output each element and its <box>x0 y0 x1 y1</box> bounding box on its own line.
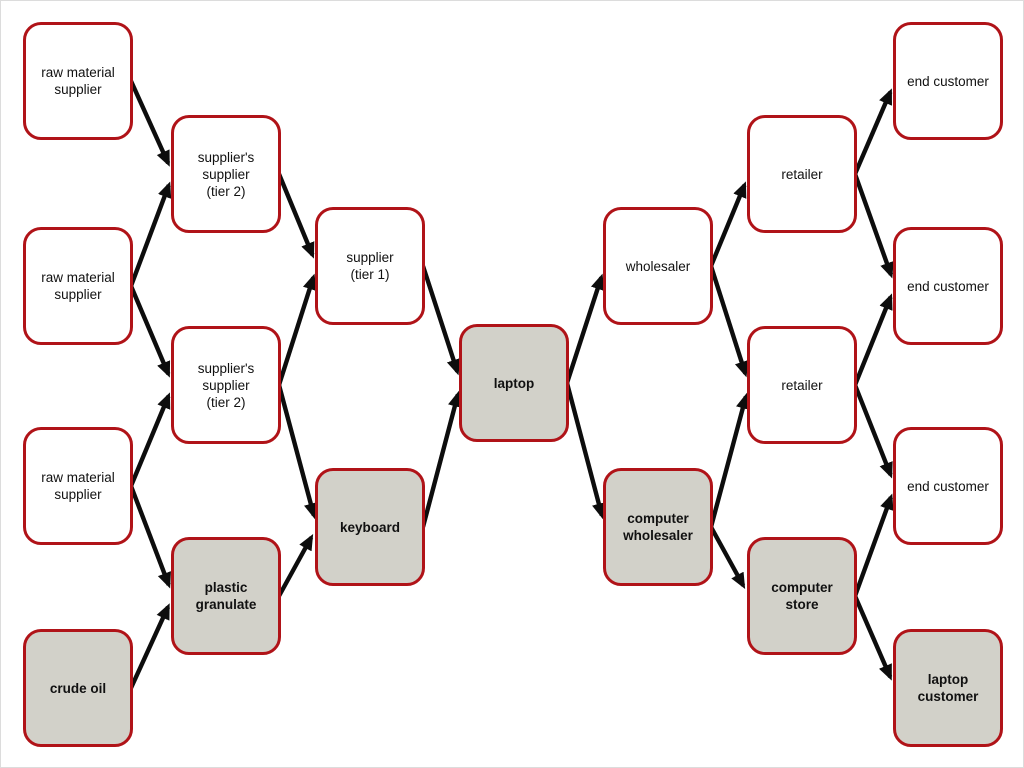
edge-computer-store-to-end-customer-3 <box>852 493 894 597</box>
edge-wholesaler-to-retailer-2 <box>708 265 749 378</box>
edge-retailer-2-to-end-customer-2 <box>852 293 893 386</box>
edge-keyboard-to-laptop <box>420 390 462 528</box>
node-label-keyboard: keyboard <box>339 519 401 535</box>
node-raw-material-supplier-1: raw material supplier <box>23 22 133 140</box>
node-suppliers-supplier-tier2-2: supplier's supplier (tier 2) <box>171 326 281 444</box>
node-label-raw-material-supplier-3: raw material supplier <box>41 470 115 502</box>
edge-computer-store-to-laptop-customer <box>852 595 893 681</box>
edge-suppliers-supplier-tier2-2-to-supplier-tier1 <box>276 273 317 386</box>
node-plastic-granulate: plastic granulate <box>171 537 281 655</box>
node-label-suppliers-supplier-tier2-2: supplier's supplier (tier 2) <box>197 360 255 410</box>
node-label-retailer-2: retailer <box>781 377 823 393</box>
node-label-end-customer-2: end customer <box>907 278 989 294</box>
node-raw-material-supplier-2: raw material supplier <box>23 227 133 345</box>
node-label-computer-store: computer store <box>771 580 833 612</box>
node-retailer-2: retailer <box>747 326 857 444</box>
node-label-laptop: laptop <box>493 375 535 391</box>
node-end-customer-1: end customer <box>893 22 1003 140</box>
node-end-customer-3: end customer <box>893 427 1003 545</box>
node-label-retailer-1: retailer <box>781 166 823 182</box>
edge-raw-material-supplier-3-to-plastic-granulate <box>128 485 171 589</box>
edge-crude-oil-to-plastic-granulate <box>128 603 171 689</box>
edge-retailer-2-to-end-customer-3 <box>852 384 893 479</box>
edge-plastic-granulate-to-keyboard <box>277 533 314 598</box>
edge-retailer-1-to-end-customer-2 <box>852 173 894 279</box>
node-label-wholesaler: wholesaler <box>625 258 691 274</box>
node-laptop-customer: laptop customer <box>893 629 1003 747</box>
node-label-plastic-granulate: plastic granulate <box>195 580 257 612</box>
edge-raw-material-supplier-1-to-suppliers-supplier-tier2-1 <box>128 80 171 167</box>
node-raw-material-supplier-3: raw material supplier <box>23 427 133 545</box>
node-label-raw-material-supplier-2: raw material supplier <box>41 270 115 302</box>
edge-supplier-tier1-to-laptop <box>420 265 461 376</box>
edge-raw-material-supplier-2-to-suppliers-supplier-tier2-2 <box>128 285 171 378</box>
edge-suppliers-supplier-tier2-1-to-supplier-tier1 <box>276 173 315 259</box>
node-supplier-tier1: supplier (tier 1) <box>315 207 425 325</box>
node-label-computer-wholesaler: computer wholesaler <box>623 511 693 543</box>
node-end-customer-2: end customer <box>893 227 1003 345</box>
node-label-crude-oil: crude oil <box>49 680 107 696</box>
node-label-end-customer-1: end customer <box>907 73 989 89</box>
node-wholesaler: wholesaler <box>603 207 713 325</box>
edge-computer-wholesaler-to-computer-store <box>709 525 746 590</box>
edge-laptop-to-computer-wholesaler <box>564 382 606 520</box>
edge-laptop-to-wholesaler <box>564 273 605 384</box>
node-suppliers-supplier-tier2-1: supplier's supplier (tier 2) <box>171 115 281 233</box>
node-label-end-customer-3: end customer <box>907 478 989 494</box>
edge-raw-material-supplier-2-to-suppliers-supplier-tier2-1 <box>128 181 172 287</box>
node-laptop: laptop <box>459 324 569 442</box>
node-computer-store: computer store <box>747 537 857 655</box>
node-crude-oil: crude oil <box>23 629 133 747</box>
edge-suppliers-supplier-tier2-2-to-keyboard <box>276 384 318 520</box>
node-label-suppliers-supplier-tier2-1: supplier's supplier (tier 2) <box>197 149 255 199</box>
node-label-supplier-tier1: supplier (tier 1) <box>346 250 394 282</box>
edge-retailer-1-to-end-customer-1 <box>852 88 893 175</box>
node-keyboard: keyboard <box>315 468 425 586</box>
node-computer-wholesaler: computer wholesaler <box>603 468 713 586</box>
edge-computer-wholesaler-to-retailer-2 <box>708 392 750 528</box>
node-retailer-1: retailer <box>747 115 857 233</box>
edge-raw-material-supplier-3-to-suppliers-supplier-tier2-2 <box>128 392 171 487</box>
node-label-raw-material-supplier-1: raw material supplier <box>41 65 115 97</box>
node-label-laptop-customer: laptop customer <box>917 672 979 704</box>
edge-wholesaler-to-retailer-1 <box>708 181 747 267</box>
